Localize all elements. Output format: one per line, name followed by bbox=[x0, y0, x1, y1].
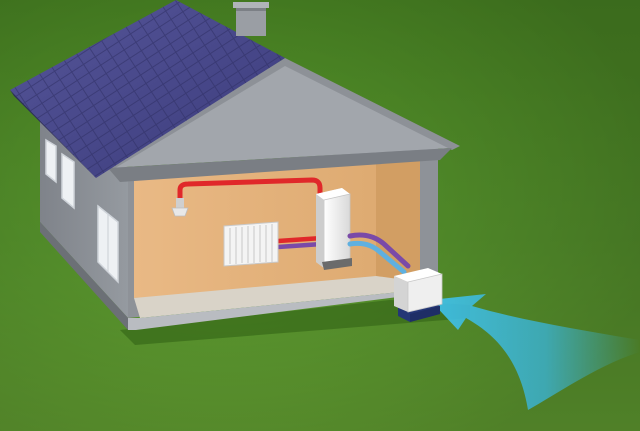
roof bbox=[10, 0, 285, 186]
window-1 bbox=[45, 138, 57, 184]
gable bbox=[108, 62, 452, 168]
outdoor-heat-pump-icon bbox=[394, 268, 443, 322]
side-windows bbox=[45, 138, 119, 284]
interior-floor bbox=[134, 276, 420, 318]
gable-trim bbox=[100, 58, 460, 172]
chimney-icon bbox=[233, 2, 269, 36]
indoor-unit-icon bbox=[316, 188, 352, 270]
window-2 bbox=[61, 152, 75, 210]
radiator-icon bbox=[223, 221, 279, 267]
interior-side-wall bbox=[376, 158, 420, 282]
air-intake-arrow-icon bbox=[430, 294, 640, 410]
house-shadow bbox=[120, 300, 470, 345]
roof-shingles bbox=[10, 0, 285, 178]
side-foundation bbox=[40, 222, 128, 330]
outdoor-connection-pipes bbox=[347, 232, 411, 275]
eave-underside bbox=[108, 148, 452, 182]
floor-front-edge bbox=[128, 284, 438, 330]
return-pipe bbox=[275, 241, 325, 250]
tap-outlet-icon bbox=[171, 198, 189, 217]
hot-water-pipe bbox=[177, 177, 325, 244]
